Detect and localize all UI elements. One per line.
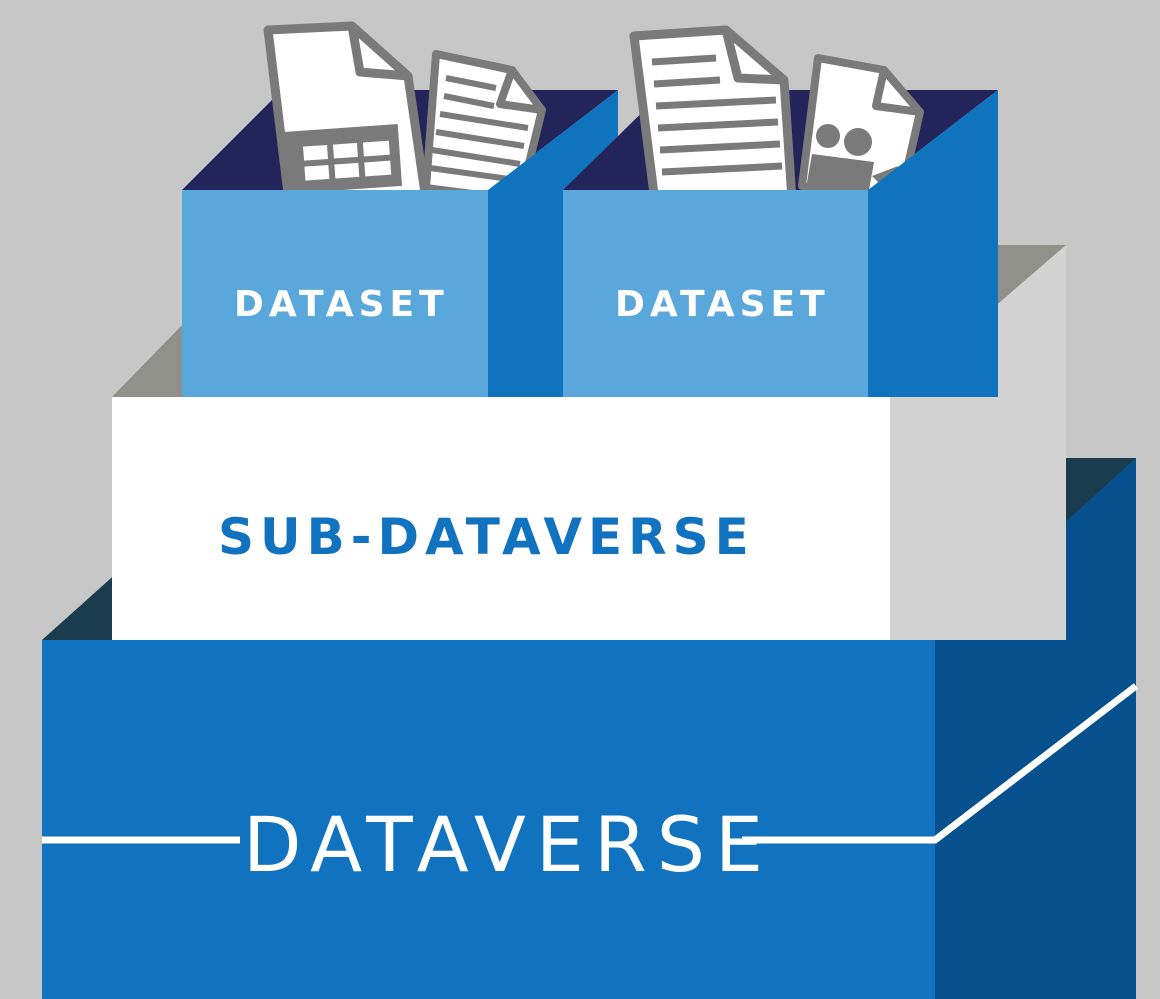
text-document-icon bbox=[629, 25, 797, 215]
dataset-label-2: DATASET bbox=[615, 284, 830, 325]
dataverse-label: DATAVERSE bbox=[243, 800, 774, 889]
dataverse-box-side bbox=[935, 458, 1136, 999]
dataverse-box-front bbox=[42, 640, 935, 999]
sub-dataverse-label: SUB-DATAVERSE bbox=[218, 508, 755, 566]
spreadsheet-file-icon bbox=[263, 21, 431, 215]
dataset-label-1: DATASET bbox=[234, 284, 449, 325]
dataset-box-1 bbox=[182, 21, 618, 397]
dataset-box-1-front bbox=[182, 190, 488, 397]
dataset-box-2-side bbox=[868, 90, 998, 397]
text-document-icon bbox=[422, 50, 546, 204]
sub-dataverse-front bbox=[112, 397, 890, 640]
dataset-box-2-front bbox=[563, 190, 868, 397]
sub-dataverse-side bbox=[890, 245, 1066, 640]
dataset-box-2 bbox=[563, 25, 998, 397]
dataverse-band-line bbox=[42, 683, 1139, 844]
